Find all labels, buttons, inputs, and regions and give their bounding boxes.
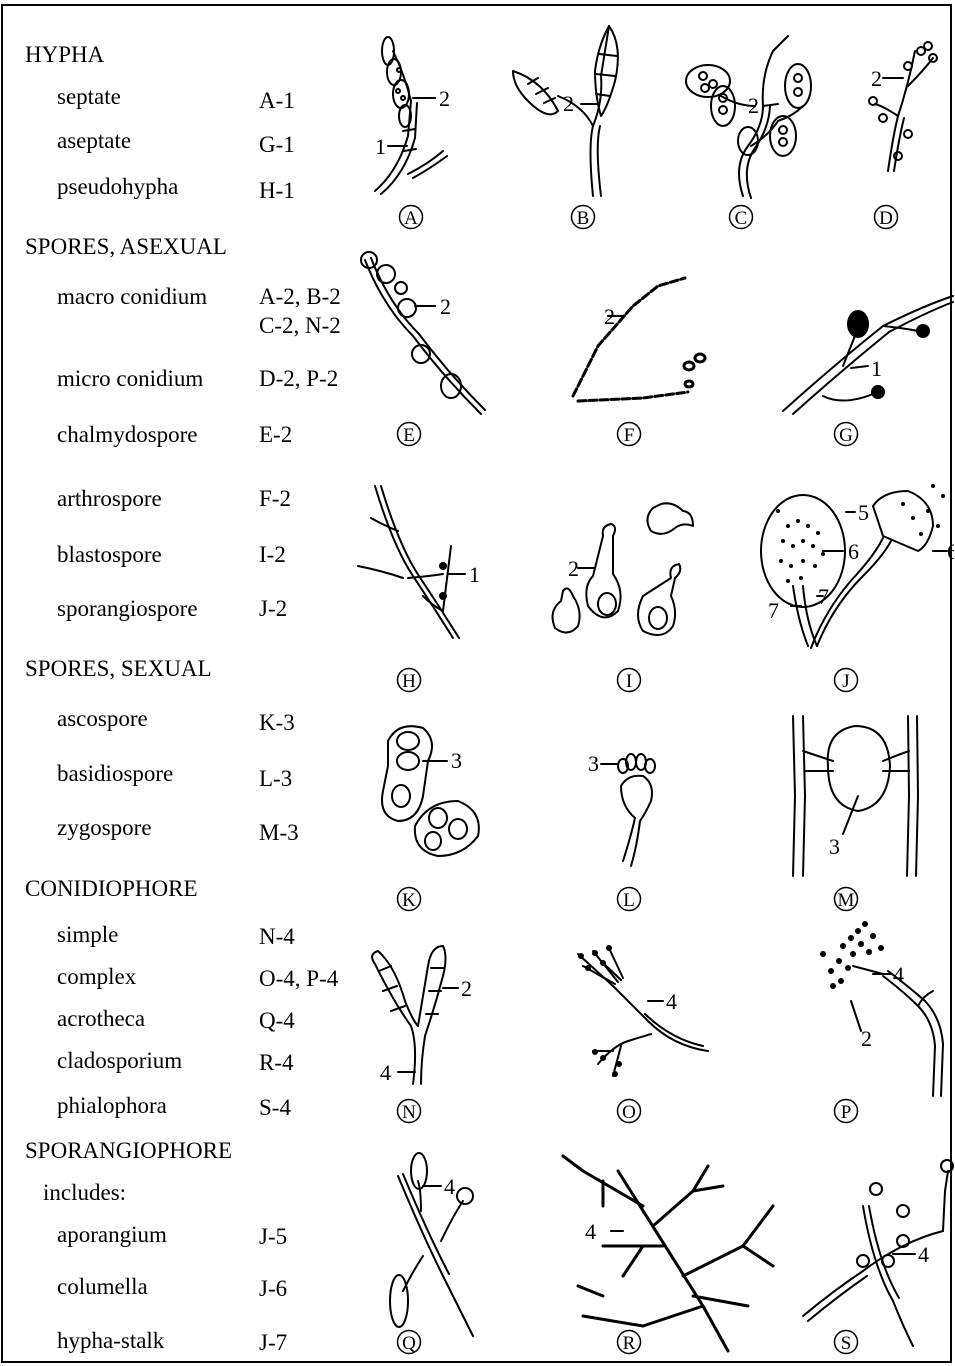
panel-marker-m: M (835, 888, 858, 912)
callout-j-6: 6 (848, 539, 859, 564)
callout-k-3: 3 (451, 748, 462, 773)
svg-text:H: H (402, 671, 416, 692)
drawing-p-conidia (820, 921, 884, 989)
callout-j-7a: 7 (818, 584, 829, 609)
callout-m-3: 3 (829, 834, 840, 859)
panel-marker-j: J (835, 669, 858, 693)
callout-e-2: 2 (440, 294, 451, 319)
svg-text:Q: Q (402, 1333, 416, 1354)
callout-q-4: 4 (444, 1174, 455, 1199)
panel-marker-i: I (618, 669, 641, 693)
svg-text:M: M (838, 890, 855, 911)
drawing-e (361, 252, 485, 414)
drawing-o (578, 946, 708, 1076)
callout-j-7b: 7 (768, 598, 779, 623)
drawing-h (358, 486, 465, 638)
svg-text:D: D (879, 208, 893, 229)
panel-marker-q: Q (398, 1331, 421, 1355)
callout-c-2: 2 (748, 93, 759, 118)
panel-marker-e: E (398, 423, 421, 447)
panel-marker-p: P (835, 1100, 858, 1124)
callout-o-4: 4 (666, 989, 677, 1014)
callout-f-2: 2 (604, 304, 615, 329)
panel-marker-g: G (835, 423, 858, 447)
callout-a-2: 2 (439, 86, 450, 111)
callout-n-2: 2 (461, 976, 472, 1001)
figure-frame: HYPHA septate A-1 aseptate G-1 pseudohyp… (1, 4, 952, 1363)
svg-text:G: G (839, 425, 853, 446)
drawing-f (573, 278, 705, 401)
panel-marker-l: L (618, 888, 641, 912)
svg-text:S: S (841, 1333, 852, 1354)
callout-s-4: 4 (918, 1242, 929, 1267)
svg-text:B: B (577, 208, 590, 229)
svg-text:N: N (402, 1102, 416, 1123)
svg-text:R: R (623, 1333, 636, 1354)
panel-marker-d: D (875, 206, 898, 230)
callout-p-4: 4 (893, 962, 904, 987)
drawing-a (375, 37, 447, 194)
callout-p-2: 2 (861, 1026, 872, 1051)
panel-marker-f: F (618, 423, 641, 447)
panel-marker-c: C (730, 206, 753, 230)
panel-marker-n: N (398, 1100, 421, 1124)
drawing-j-sporangium-fill (776, 484, 945, 583)
panel-marker-a: A (400, 206, 423, 230)
drawing-d (869, 42, 937, 171)
callout-h-1: 1 (469, 562, 480, 587)
callout-a-1: 1 (375, 134, 386, 159)
panel-marker-k: K (398, 888, 421, 912)
svg-text:F: F (624, 425, 635, 446)
callout-d-2: 2 (871, 66, 882, 91)
illustrations: 2 1 2 2 2 2 2 1 1 2 5 6 7 7 6 3 3 3 2 4 … (3, 6, 954, 1365)
callout-labels: 2 1 2 2 2 2 2 1 1 2 5 6 7 7 6 3 3 3 2 4 … (375, 66, 954, 1267)
svg-text:L: L (623, 890, 635, 911)
callout-b-2: 2 (563, 91, 574, 116)
drawing-g (783, 296, 953, 414)
callout-i-2: 2 (568, 556, 579, 581)
callout-j-5: 5 (858, 500, 869, 525)
drawing-k (382, 726, 479, 856)
drawing-r (563, 1156, 773, 1351)
callout-n-4: 4 (380, 1060, 391, 1085)
callout-g-1: 1 (871, 356, 882, 381)
panel-marker-s: S (835, 1331, 858, 1355)
svg-text:I: I (626, 671, 632, 692)
svg-text:J: J (842, 671, 849, 692)
drawing-s (803, 1160, 953, 1346)
drawing-j (761, 491, 947, 648)
svg-text:K: K (402, 890, 416, 911)
drawing-q (390, 1153, 473, 1336)
drawing-m (793, 716, 918, 876)
panel-marker-r: R (618, 1331, 641, 1355)
svg-text:E: E (403, 425, 415, 446)
drawing-o-conidia (578, 945, 622, 1077)
drawing-l (601, 754, 655, 866)
callout-j-6b: 6 (947, 539, 954, 564)
svg-text:O: O (622, 1102, 636, 1123)
svg-text:C: C (735, 208, 748, 229)
panel-marker-h: H (398, 669, 421, 693)
panel-marker-b: B (572, 206, 595, 230)
svg-text:A: A (404, 208, 418, 229)
callout-l-3: 3 (588, 751, 599, 776)
panel-marker-o: O (618, 1100, 641, 1124)
callout-r-4: 4 (585, 1219, 596, 1244)
svg-text:P: P (841, 1102, 852, 1123)
